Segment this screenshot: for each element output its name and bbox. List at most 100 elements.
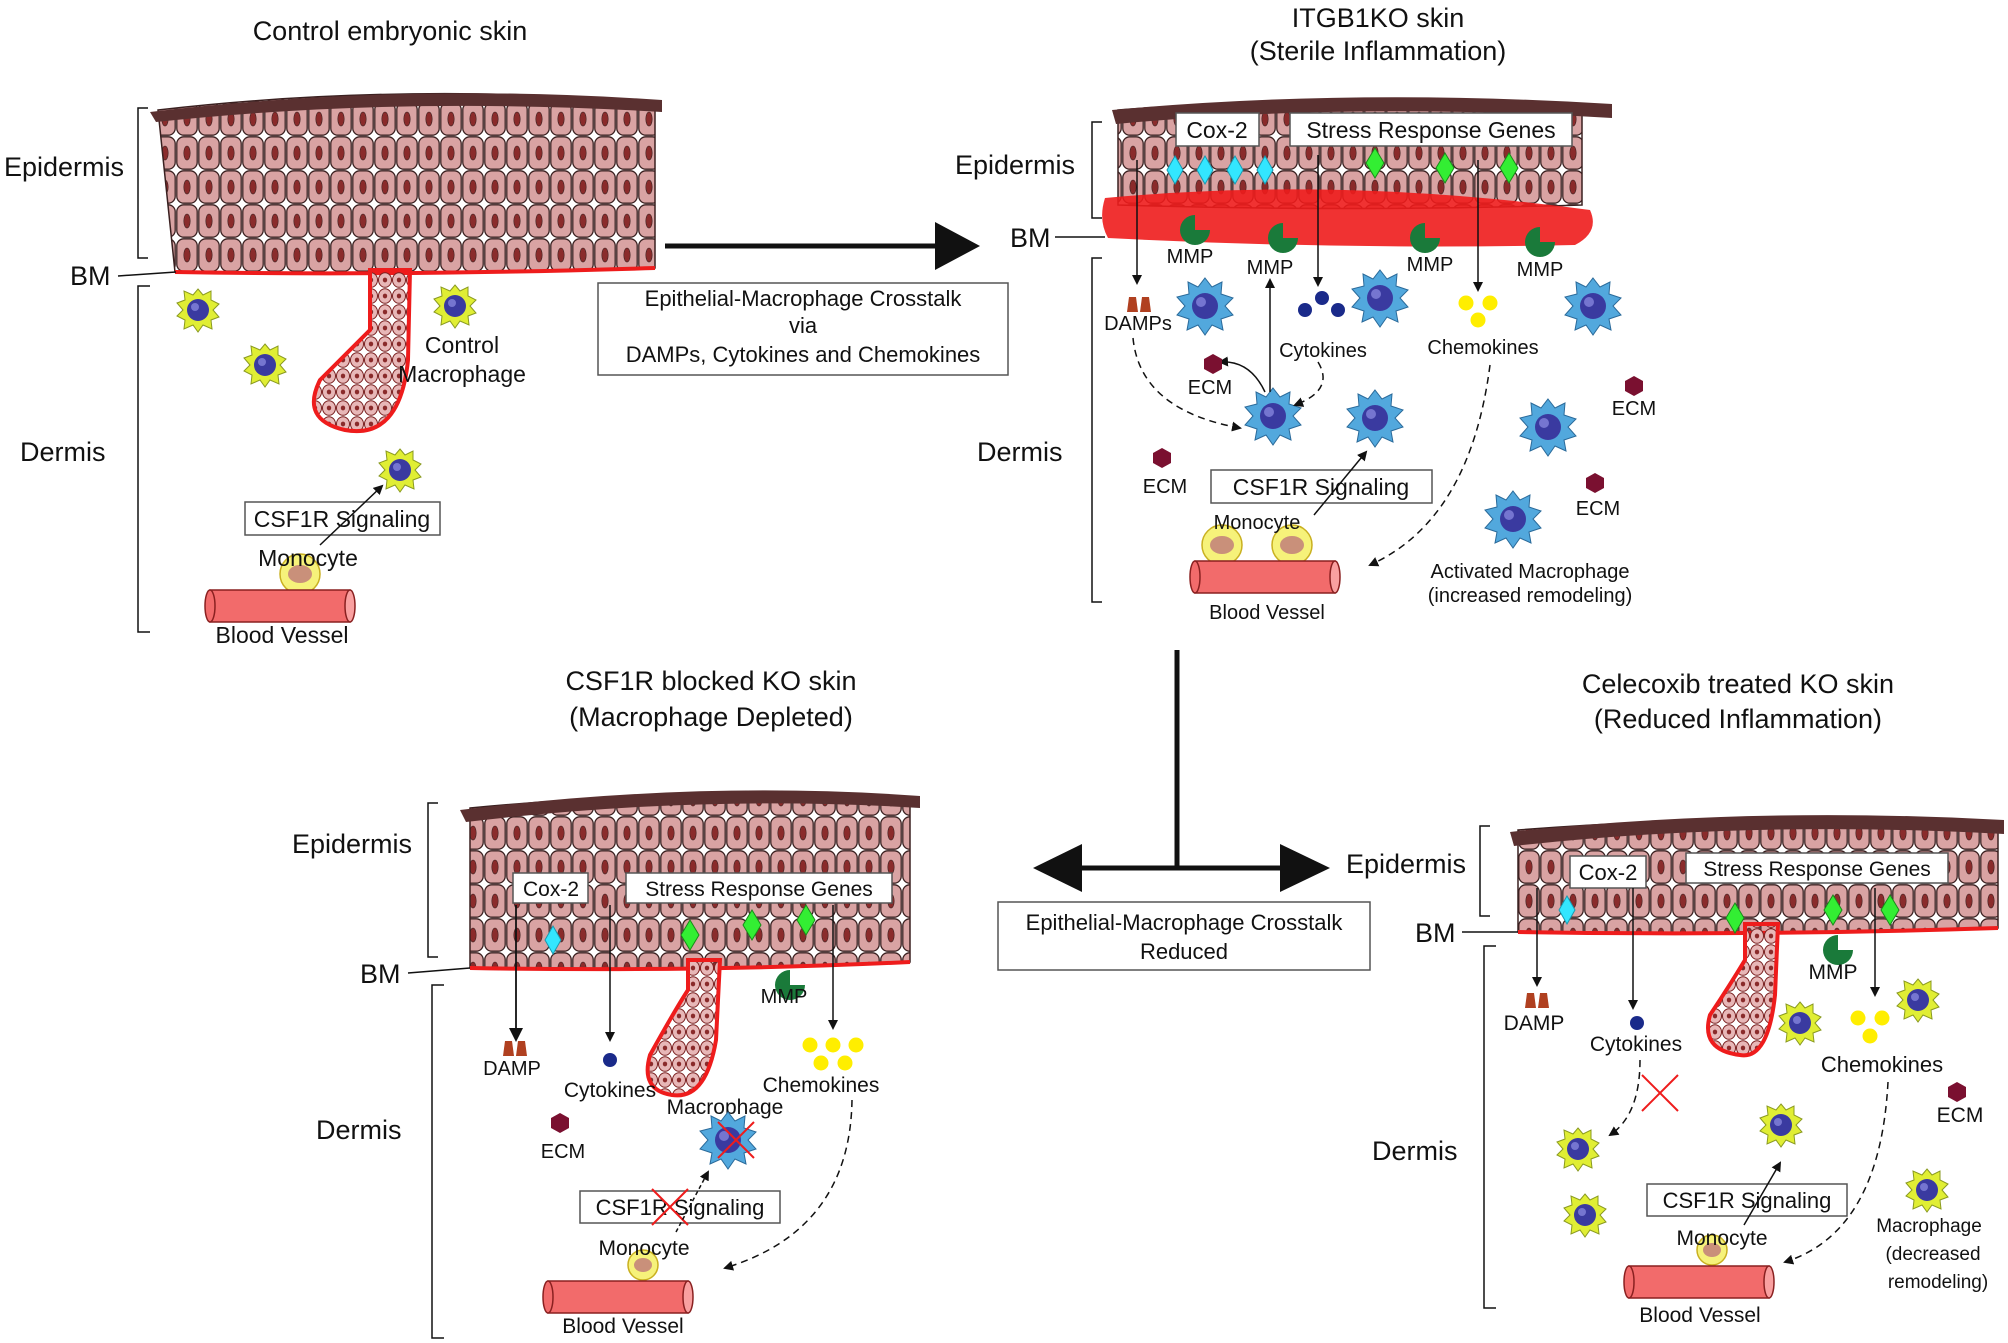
epidermis-bracket <box>427 802 438 958</box>
csf1r-box <box>1210 469 1433 504</box>
activated-macrophage <box>1244 387 1302 446</box>
cytokine-to-macrophage-arrow <box>1293 361 1324 407</box>
cox2-box <box>1569 855 1647 889</box>
dermis-label: Dermis <box>20 437 106 467</box>
chemokine-dot <box>1862 1028 1878 1044</box>
ecm-label: ECM <box>1188 377 1232 399</box>
control-macrophage <box>433 284 477 329</box>
crosstalk-reduced-line1: Epithelial-Macrophage Crosstalk <box>1026 910 1344 935</box>
ecm-icon <box>551 1113 569 1133</box>
epidermis-label: Epidermis <box>292 829 412 859</box>
macrophage <box>1778 1001 1822 1046</box>
vessel-label: Blood Vessel <box>216 622 349 648</box>
crosstalk-line3: DAMPs, Cytokines and Chemokines <box>626 342 981 367</box>
blood-vessel <box>204 589 356 623</box>
activated-macrophage <box>1484 490 1542 549</box>
damp-to-macrophage-arrow <box>1132 337 1242 432</box>
activated-macrophage <box>1176 277 1234 336</box>
control-macrophage-label-line1: Control <box>425 332 499 358</box>
chemokine-dot <box>848 1037 864 1053</box>
cytokine-dot <box>603 1053 617 1067</box>
hair-follicle <box>645 958 723 1098</box>
split-arrow-right-head <box>1280 844 1330 892</box>
cytokine-dot <box>1315 291 1329 305</box>
cytokine-to-macrophage-arrow <box>1608 1059 1641 1137</box>
epidermis-label: Epidermis <box>4 152 124 182</box>
bm-line <box>407 967 471 974</box>
ecm-icon <box>1153 448 1171 468</box>
chemokines-label: Chemokines <box>1427 337 1538 359</box>
csf1r-arrow <box>675 1170 709 1233</box>
mmp-label: MMP <box>1809 961 1858 984</box>
panel-title: Control embryonic skin <box>253 16 528 46</box>
cytokines-label: Cytokines <box>1590 1033 1682 1056</box>
chemokine-dot <box>1874 1010 1890 1026</box>
chemokine-dot <box>825 1037 841 1053</box>
macrophage <box>1563 1193 1607 1238</box>
epidermis-label: Epidermis <box>955 150 1075 180</box>
bottom-transition: Epithelial-Macrophage Crosstalk Reduced <box>997 650 1371 971</box>
mmp-label: MMP <box>1407 254 1454 276</box>
chemokine-to-vessel-arrow <box>723 1099 853 1271</box>
chemokine-dot <box>1458 295 1474 311</box>
csf1r-box <box>244 501 441 536</box>
macrophage-sublabel-1: (decreased <box>1885 1244 1980 1265</box>
bm-label: BM <box>360 959 401 989</box>
dermis-bracket <box>137 285 150 633</box>
chemokines-label: Chemokines <box>1821 1052 1943 1077</box>
activated-macrophage <box>1351 269 1409 328</box>
hair-follicle <box>1706 922 1781 1058</box>
macrophage <box>1905 1168 1949 1213</box>
panel-subtitle: (Sterile Inflammation) <box>1250 36 1507 66</box>
damp-label: DAMP <box>1504 1012 1565 1035</box>
ecm-label: ECM <box>1143 476 1187 498</box>
blood-vessel <box>1623 1265 1775 1299</box>
bm-line <box>117 271 177 277</box>
epidermis-tissue <box>150 92 662 276</box>
chemokine-dot <box>1482 295 1498 311</box>
epidermis-bracket <box>137 107 148 259</box>
crosstalk-reduced-line2: Reduced <box>1140 939 1228 964</box>
damp-icon <box>1127 297 1151 312</box>
cytokine-dot <box>1298 303 1312 317</box>
cytokine-dot <box>1331 303 1345 317</box>
macrophage <box>1556 1127 1600 1172</box>
macrophage <box>1896 978 1940 1023</box>
panel-csf1r-blocked: CSF1R blocked KO skin (Macrophage Deplet… <box>292 666 920 1339</box>
dermis-bracket <box>431 984 444 1339</box>
cytokines-label: Cytokines <box>564 1079 656 1102</box>
ecm-label: ECM <box>541 1141 585 1163</box>
crosstalk-reduced-box <box>997 901 1371 971</box>
dermis-bracket <box>1091 257 1102 603</box>
macrophage-label: Macrophage <box>1876 1216 1982 1237</box>
panel-title: Celecoxib treated KO skin <box>1582 669 1894 699</box>
blood-vessel <box>542 1280 694 1314</box>
panel-title: ITGB1KO skin <box>1292 3 1465 33</box>
chemokine-dot <box>837 1055 853 1071</box>
chemokine-to-vessel-arrow <box>1368 364 1491 567</box>
macrophage-to-ecm-arrow <box>1218 356 1266 393</box>
cox2-label: Cox-2 <box>1186 117 1247 143</box>
dermis-bracket <box>1483 945 1496 1309</box>
csf1r-arrow <box>1743 1161 1782 1226</box>
damp-label: DAMP <box>483 1058 541 1080</box>
damp-icon <box>503 1041 527 1056</box>
top-transition: Epithelial-Macrophage Crosstalk via DAMP… <box>597 222 1009 376</box>
bm-label: BM <box>70 261 111 291</box>
stress-genes-box <box>625 872 893 904</box>
ecm-label: ECM <box>1576 498 1620 520</box>
ecm-label: ECM <box>1612 398 1656 420</box>
blood-vessel <box>1189 560 1341 594</box>
panel-subtitle: (Reduced Inflammation) <box>1594 704 1882 734</box>
activated-macrophage-label: Activated Macrophage <box>1430 561 1629 583</box>
csf1r-label: CSF1R Signaling <box>254 506 430 532</box>
transition-arrow-head <box>935 222 980 270</box>
ecm-icon <box>1204 354 1222 374</box>
cytokines-label: Cytokines <box>1279 340 1367 362</box>
control-macrophage <box>176 288 220 333</box>
chemokine-dot <box>802 1037 818 1053</box>
panel-subtitle: (Macrophage Depleted) <box>569 702 853 732</box>
monocyte-label: Monocyte <box>598 1237 689 1260</box>
stress-genes-box <box>1289 112 1573 147</box>
depleted-macrophage <box>699 1111 757 1170</box>
